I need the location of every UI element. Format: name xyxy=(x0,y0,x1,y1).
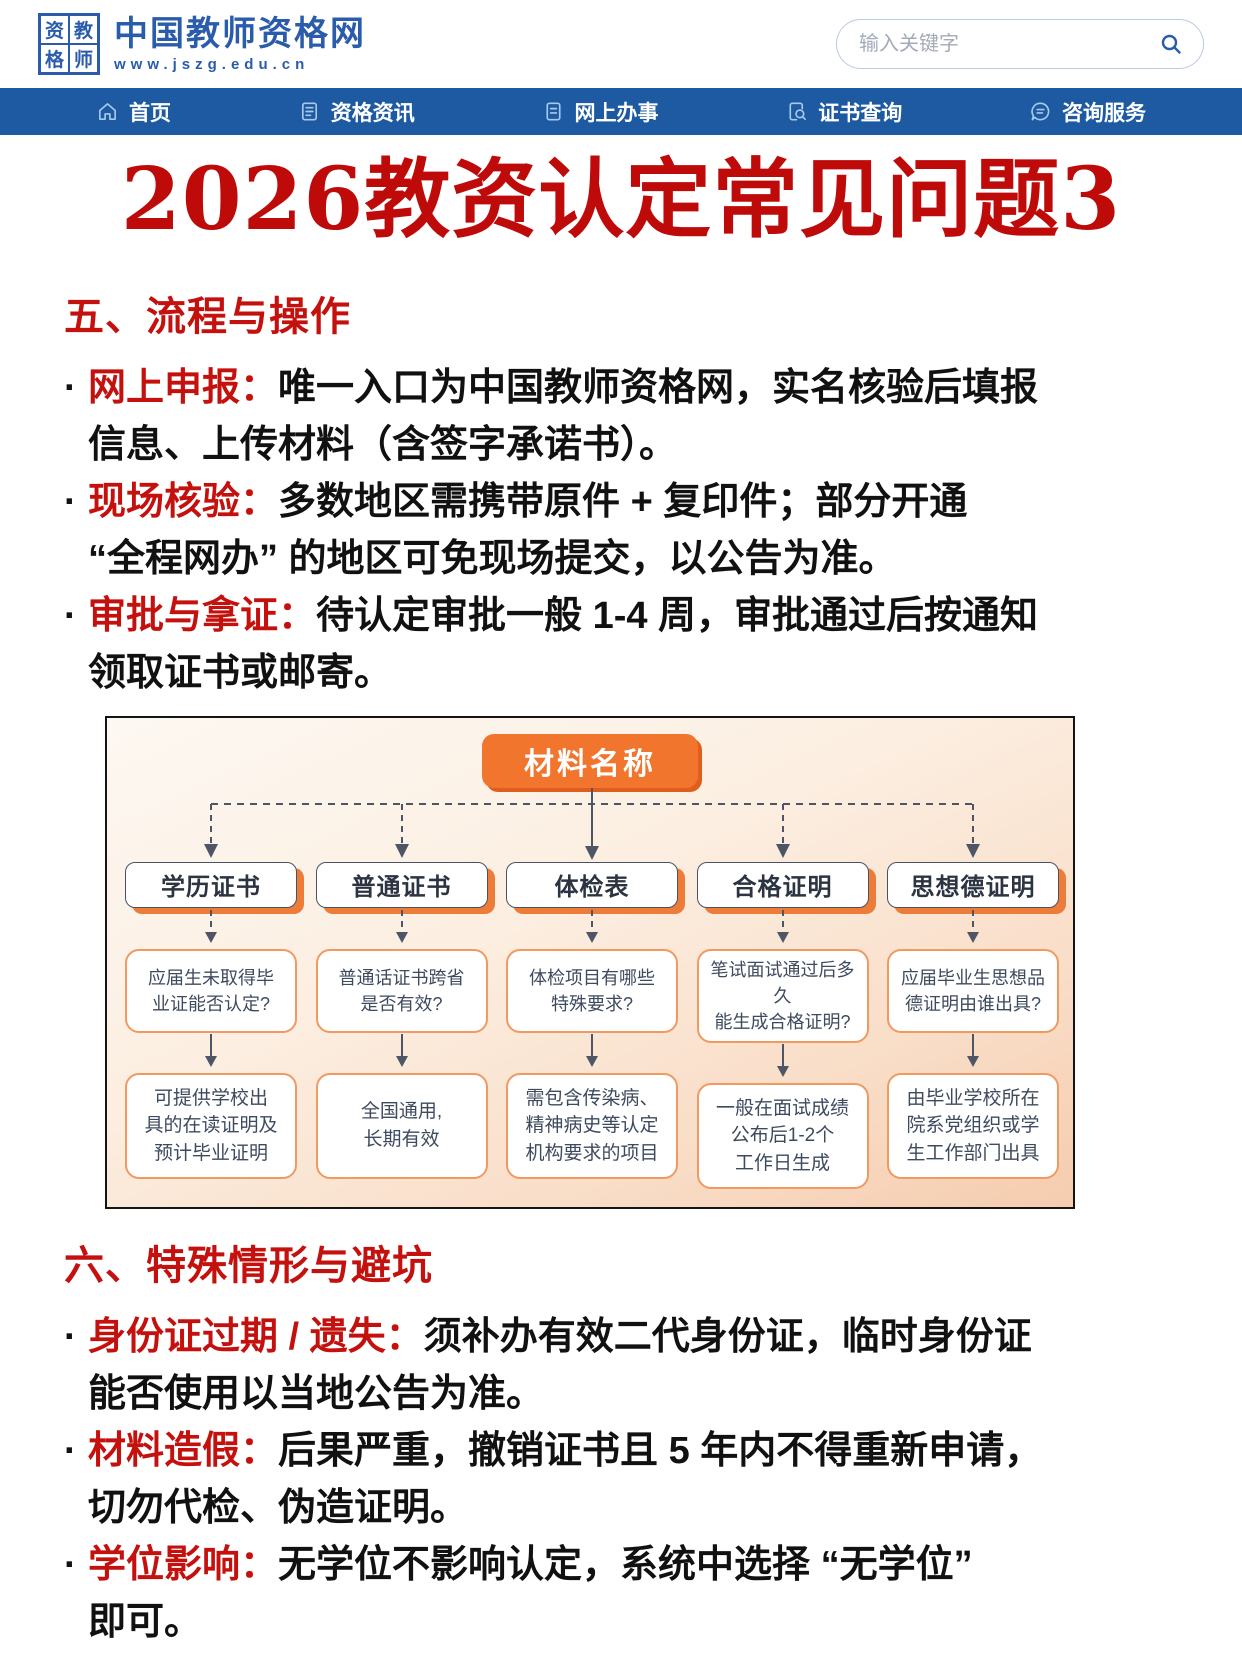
flowchart-column-physical: 体检表 体检项目有哪些 特殊要求? 需包含传染病、 精神病史等认定 机构要求的项… xyxy=(506,861,678,1189)
section-heading-6: 六、特殊情形与避坑 xyxy=(64,1244,433,1289)
flowchart-label-box: 思想德证明 xyxy=(887,861,1059,908)
bullet-text: 多数地区需携带原件 + 复印件；部分开通 “全程网办” 的地区可免现场提交，以公… xyxy=(88,480,968,580)
consult-chat-icon xyxy=(1031,102,1050,121)
flowchart-question-box: 笔试面试通过后多久 能生成合格证明? xyxy=(696,948,869,1044)
flowchart-answer-box: 由毕业学校所在 院系党组织或学 生工作部门出具 xyxy=(887,1072,1059,1179)
bullet-lead: 学位影响： xyxy=(88,1544,279,1587)
flowchart-answer-box: 可提供学校出 具的在读证明及 预计毕业证明 xyxy=(125,1072,297,1179)
nav-item-certificate-query[interactable]: 证书查询 xyxy=(785,97,902,127)
section-6-bullets: 身份证过期 / 遗失：须补办有效二代身份证，临时身份证 能否使用以当地公告为准。… xyxy=(64,1309,1178,1651)
flowchart-column-qualification: 合格证明 笔试面试通过后多久 能生成合格证明? 一般在面试成绩 公布后1-2个 … xyxy=(696,861,869,1190)
down-arrow xyxy=(205,1033,217,1067)
flowchart-columns: 学历证书 应届生未取得毕 业证能否认定? 可提供学校出 具的在读证明及 预计毕业… xyxy=(125,861,1059,1190)
flowchart-answer-box: 一般在面试成绩 公布后1-2个 工作日生成 xyxy=(696,1083,869,1190)
seal-char: 师 xyxy=(69,44,98,73)
bullet-lead: 材料造假： xyxy=(88,1430,279,1473)
flowchart-label-box: 体检表 xyxy=(506,861,678,908)
flowchart-label-box: 普通证书 xyxy=(315,861,488,908)
flowchart-root-box: 材料名称 xyxy=(482,733,698,788)
flowchart-question-box: 体检项目有哪些 特殊要求? xyxy=(506,948,678,1033)
bullet-lead: 身份证过期 / 遗失： xyxy=(88,1316,424,1359)
bullet-lead: 网上申报： xyxy=(88,366,279,409)
site-name: 中国教师资格网 xyxy=(114,13,366,54)
down-arrow xyxy=(586,909,598,943)
seal-char: 教 xyxy=(69,15,98,44)
bullet-item: 身份证过期 / 遗失：须补办有效二代身份证，临时身份证 能否使用以当地公告为准。 xyxy=(64,1309,1178,1423)
bullet-text: 无学位不影响认定，系统中选择 “无学位” 即可。 xyxy=(88,1544,973,1644)
bullet-item: 现场核验：多数地区需携带原件 + 复印件；部分开通 “全程网办” 的地区可免现场… xyxy=(64,474,1178,588)
bullet-lead: 现场核验： xyxy=(88,480,279,523)
logo-seal: 资 教 格 师 xyxy=(38,13,100,75)
logo-text: 中国教师资格网 www.jszg.edu.cn xyxy=(114,17,366,72)
bullet-item: 审批与拿证：待认定审批一般 1-4 周，审批通过后按通知 领取证书或邮寄。 xyxy=(64,588,1178,702)
bullet-text: 须补办有效二代身份证，临时身份证 能否使用以当地公告为准。 xyxy=(88,1316,1032,1416)
nav-item-consult[interactable]: 咨询服务 xyxy=(1029,97,1146,127)
down-arrow xyxy=(205,909,217,943)
materials-flowchart: 材料名称 学历证书 应届生未取得毕 业证能否认定? 可提供学校出 具的在读证明及… xyxy=(105,715,1075,1210)
nav-item-news[interactable]: 资格资讯 xyxy=(298,97,415,127)
bullet-text: 唯一入口为中国教师资格网，实名核验后填报 信息、上传材料（含签字承诺书）。 xyxy=(88,366,1039,466)
down-arrow xyxy=(776,909,789,943)
nav-label: 资格资讯 xyxy=(330,101,415,125)
nav-label: 首页 xyxy=(129,101,171,125)
page-title: 2026教资认定常见问题3 xyxy=(120,149,1122,250)
down-arrow xyxy=(967,1033,979,1067)
seal-char: 资 xyxy=(40,15,69,44)
news-icon xyxy=(301,102,317,121)
main-nav: 首页 资格资讯 网上办事 证书查询 咨询服务 xyxy=(0,88,1242,135)
down-arrow xyxy=(395,1033,408,1067)
nav-item-online-service[interactable]: 网上办事 xyxy=(542,97,659,127)
down-arrow xyxy=(586,1033,598,1067)
flowchart-branch-connectors xyxy=(204,787,980,860)
down-arrow xyxy=(967,909,979,943)
home-icon xyxy=(99,103,116,120)
bullet-text: 待认定审批一般 1-4 周，审批通过后按通知 领取证书或邮寄。 xyxy=(88,594,1039,694)
section-5-bullets: 网上申报：唯一入口为中国教师资格网，实名核验后填报 信息、上传材料（含签字承诺书… xyxy=(64,360,1178,702)
bullet-item: 材料造假：后果严重，撤销证书且 5 年内不得重新申请， 切勿代检、伪造证明。 xyxy=(64,1423,1178,1537)
search-box[interactable] xyxy=(836,19,1204,69)
section-heading-5: 五、流程与操作 xyxy=(64,294,351,339)
nav-label: 网上办事 xyxy=(574,101,659,125)
nav-label: 证书查询 xyxy=(818,101,903,125)
site-url: www.jszg.edu.cn xyxy=(114,55,310,73)
search-icon[interactable] xyxy=(1159,32,1183,56)
flowchart-column-moral: 思想德证明 应届毕业生思想品 德证明由谁出具? 由毕业学校所在 院系党组织或学 … xyxy=(887,861,1059,1189)
flowchart-answer-box: 全国通用, 长期有效 xyxy=(315,1072,488,1179)
flowchart-column-putonghua: 普通证书 普通话证书跨省 是否有效? 全国通用, 长期有效 xyxy=(315,861,488,1189)
flowchart-column-education: 学历证书 应届生未取得毕 业证能否认定? 可提供学校出 具的在读证明及 预计毕业… xyxy=(125,861,297,1189)
search-input[interactable] xyxy=(857,31,1159,57)
bullet-item: 学位影响：无学位不影响认定，系统中选择 “无学位” 即可。 xyxy=(64,1537,1178,1651)
site-logo[interactable]: 资 教 格 师 中国教师资格网 www.jszg.edu.cn xyxy=(38,13,366,75)
bullet-text: 后果严重，撤销证书且 5 年内不得重新申请， 切勿代检、伪造证明。 xyxy=(88,1430,1043,1530)
down-arrow xyxy=(776,1044,789,1078)
nav-label: 咨询服务 xyxy=(1062,101,1146,125)
down-arrow xyxy=(395,909,408,943)
flowchart-label-box: 学历证书 xyxy=(125,861,297,908)
flowchart-answer-box: 需包含传染病、 精神病史等认定 机构要求的项目 xyxy=(506,1072,678,1179)
flowchart-label-box: 合格证明 xyxy=(696,861,869,908)
flowchart-question-box: 应届生未取得毕 业证能否认定? xyxy=(125,948,297,1033)
certificate-search-icon xyxy=(789,102,807,121)
article: 2026教资认定常见问题3 五、流程与操作 网上申报：唯一入口为中国教师资格网，… xyxy=(0,149,1242,1651)
site-header: 资 教 格 师 中国教师资格网 www.jszg.edu.cn xyxy=(0,0,1242,88)
online-service-icon xyxy=(545,102,561,121)
nav-item-home[interactable]: 首页 xyxy=(96,97,171,127)
flowchart-question-box: 应届毕业生思想品 德证明由谁出具? xyxy=(887,948,1059,1033)
seal-char: 格 xyxy=(40,44,69,73)
bullet-item: 网上申报：唯一入口为中国教师资格网，实名核验后填报 信息、上传材料（含签字承诺书… xyxy=(64,360,1178,474)
flowchart-question-box: 普通话证书跨省 是否有效? xyxy=(315,948,488,1033)
bullet-lead: 审批与拿证： xyxy=(88,594,317,637)
